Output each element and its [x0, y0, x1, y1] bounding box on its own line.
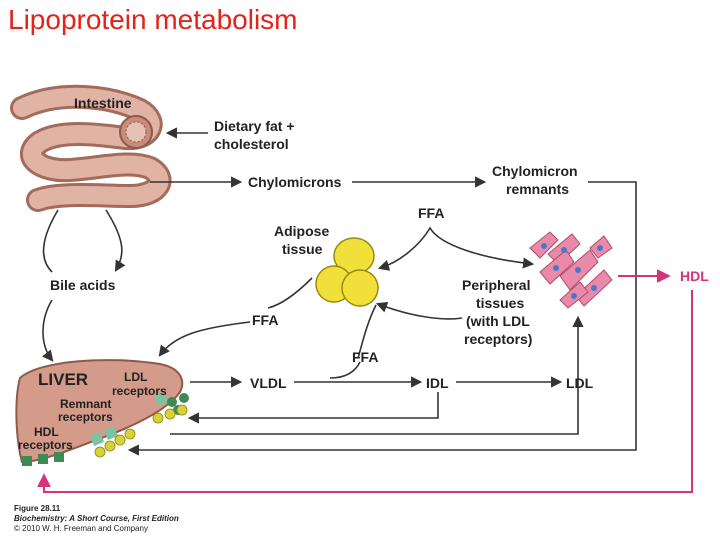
- adipose-illustration: [315, 237, 379, 307]
- figure-caption: Figure 28.11 Biochemistry: A Short Cours…: [14, 504, 179, 534]
- label-hdl: HDL: [680, 268, 709, 284]
- label-chylomicron-remnants-line1: Chylomicron: [492, 163, 578, 179]
- label-ldl-receptors-line1: LDL: [124, 370, 147, 384]
- label-peripheral-line4: receptors): [464, 331, 532, 347]
- label-chylomicron-remnants-line2: remnants: [506, 181, 569, 197]
- label-ldl-receptors-line2: receptors: [112, 384, 167, 398]
- label-chylomicrons: Chylomicrons: [248, 174, 342, 190]
- caption-figure-number: Figure 28.11: [14, 504, 61, 513]
- label-adipose-line2: tissue: [282, 241, 323, 257]
- label-hdl-receptors-line2: receptors: [18, 438, 73, 452]
- label-intestine: Intestine: [74, 95, 132, 111]
- label-ffa-top: FFA: [418, 205, 444, 221]
- liver-illustration: [15, 359, 189, 466]
- intestine-illustration: [10, 84, 172, 212]
- label-ffa-left: FFA: [252, 312, 278, 328]
- label-remnant-receptors-line1: Remnant: [60, 397, 111, 411]
- label-bile-acids: Bile acids: [50, 277, 116, 293]
- hdl-pathway: [37, 269, 693, 493]
- label-ffa-mid: FFA: [352, 349, 378, 365]
- label-adipose-line1: Adipose: [274, 223, 329, 239]
- label-peripheral-line3: (with LDL: [466, 313, 530, 329]
- slide-title: Lipoprotein metabolism: [8, 4, 298, 35]
- label-peripheral-line2: tissues: [476, 295, 524, 311]
- label-dietary-line2: cholesterol: [214, 136, 289, 152]
- caption-book-title: Biochemistry: A Short Course, First Edit…: [14, 514, 179, 523]
- caption-copyright: © 2010 W. H. Freeman and Company: [14, 524, 148, 533]
- label-idl: IDL: [426, 375, 449, 391]
- label-dietary-line1: Dietary fat +: [214, 118, 295, 134]
- label-hdl-receptors-line1: HDL: [34, 425, 59, 439]
- label-vldl: VLDL: [250, 375, 287, 391]
- label-remnant-receptors-line2: receptors: [58, 410, 113, 424]
- label-liver: LIVER: [38, 370, 88, 389]
- peripheral-cells-illustration: [529, 231, 613, 309]
- label-ldl: LDL: [566, 375, 594, 391]
- flow-arrows: [42, 127, 637, 456]
- label-peripheral-line1: Peripheral: [462, 277, 530, 293]
